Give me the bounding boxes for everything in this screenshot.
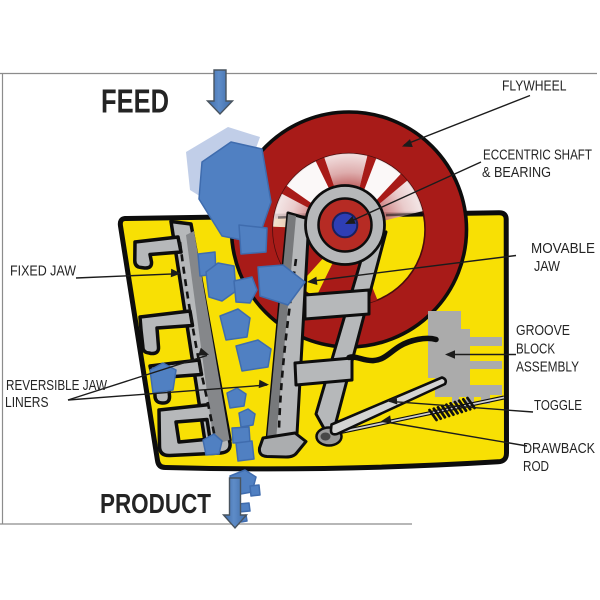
svg-text:& BEARING: & BEARING (482, 164, 551, 181)
svg-text:FLYWHEEL: FLYWHEEL (502, 78, 567, 95)
svg-text:FEED: FEED (101, 83, 169, 120)
svg-text:BLOCK: BLOCK (516, 341, 555, 358)
svg-text:GROOVE: GROOVE (516, 322, 570, 339)
svg-text:ECCENTRIC SHAFT: ECCENTRIC SHAFT (483, 147, 592, 164)
svg-text:ASSEMBLY: ASSEMBLY (516, 359, 579, 376)
svg-text:ROD: ROD (523, 458, 549, 475)
svg-text:PRODUCT: PRODUCT (100, 488, 211, 519)
svg-text:LINERS: LINERS (5, 394, 49, 411)
svg-text:JAW: JAW (534, 258, 561, 275)
svg-text:DRAWBACK: DRAWBACK (523, 440, 595, 457)
svg-text:MOVABLE: MOVABLE (531, 240, 595, 257)
svg-text:REVERSIBLE JAW: REVERSIBLE JAW (6, 377, 108, 394)
svg-text:TOGGLE: TOGGLE (534, 397, 582, 414)
svg-text:FIXED JAW: FIXED JAW (10, 263, 77, 280)
